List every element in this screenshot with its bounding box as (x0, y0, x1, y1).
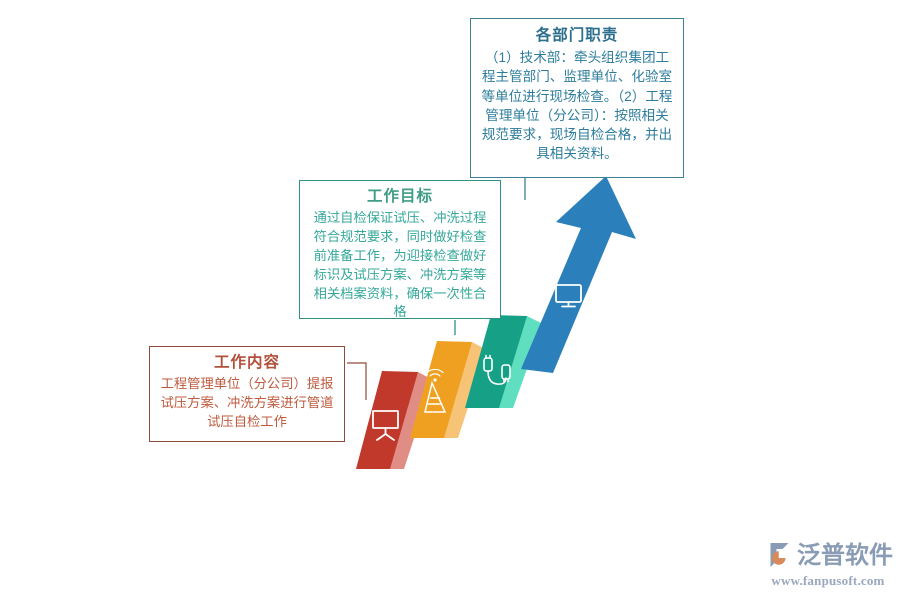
callout-goal-body: 通过自检保证试压、冲洗过程符合规范要求，同时做好检查前准备工作，为迎接检查做好标… (313, 210, 487, 320)
logo-company-name: 泛普软件 (797, 540, 893, 569)
callout-content-body: 工程管理单位（分公司）提报试压方案、冲洗方案进行管道试压自检工作 (160, 376, 334, 429)
callout-content: 工作内容 工程管理单位（分公司）提报试压方案、冲洗方案进行管道试压自检工作 (149, 346, 345, 442)
step-bar-3 (465, 315, 543, 408)
logo-website-url: www.fanpusoft.com (771, 572, 885, 588)
logo-row: 泛普软件 (763, 540, 893, 570)
presentation-screen-icon (372, 410, 399, 441)
callout-department-body: （1）技术部：牵头组织集团工程主管部门、监理单位、化验室等单位进行现场检查。（2… (481, 50, 673, 162)
connector-content (347, 362, 367, 400)
step-bar-1 (356, 371, 433, 469)
monitor-icon (555, 284, 582, 308)
broadcast-tower-icon (424, 368, 447, 413)
step-bar-2 (410, 341, 487, 438)
step-bar-2-face (410, 341, 472, 438)
step-bar-4-arrow (521, 176, 636, 373)
brand-logo: 泛普软件 www.fanpusoft.com (762, 536, 894, 592)
arrow-shape (521, 176, 636, 373)
callout-department-title: 各部门职责 (535, 27, 619, 44)
callout-content-title: 工作内容 (213, 354, 280, 371)
fanpu-logo-mark (770, 542, 789, 567)
step-bar-1-face (356, 371, 418, 469)
step-bar-2-side (437, 342, 487, 438)
step-bar-1-side (382, 372, 433, 469)
step-bar-3-side (491, 316, 543, 408)
step-bar-3-face (465, 315, 527, 408)
callout-goal-title: 工作目标 (366, 188, 433, 205)
callout-goal: 工作目标 通过自检保证试压、冲洗过程符合规范要求，同时做好检查前准备工作，为迎接… (299, 180, 501, 319)
callout-department: 各部门职责 （1）技术部：牵头组织集团工程主管部门、监理单位、化验室等单位进行现… (470, 18, 684, 178)
usb-cable-icon (483, 354, 511, 385)
